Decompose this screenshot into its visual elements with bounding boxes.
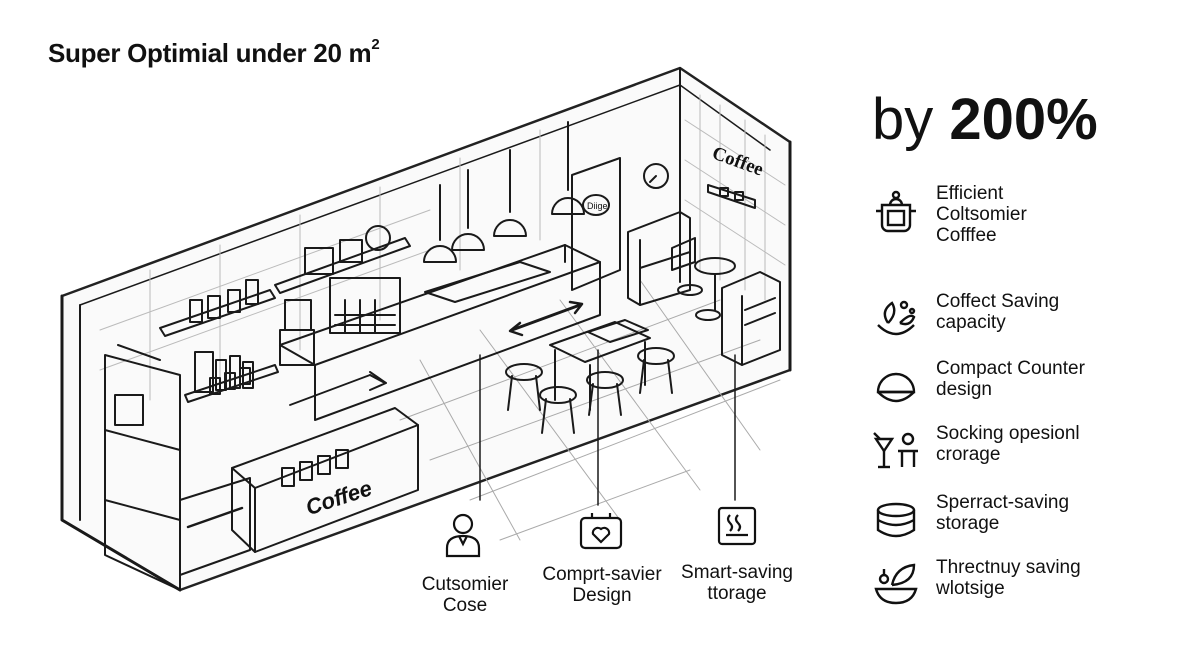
leaf-bowl-icon bbox=[874, 563, 918, 605]
storage-steam-icon bbox=[717, 506, 757, 546]
page-title-sup: 2 bbox=[371, 36, 380, 53]
wall-shelves bbox=[159, 225, 411, 403]
back-counter bbox=[279, 244, 601, 421]
floor-tiles bbox=[399, 279, 781, 541]
feature-label: Sperract-saving storage bbox=[936, 492, 1070, 534]
callout-label: Smart-saving ttorage bbox=[681, 562, 793, 604]
feature-item: Sperract-saving storage bbox=[870, 492, 1190, 544]
feature-label: Compact Counter design bbox=[936, 358, 1085, 400]
headline-value: 200% bbox=[949, 87, 1098, 152]
wall-clock bbox=[643, 163, 669, 189]
container-icon bbox=[876, 502, 916, 538]
feature-label: Efficient Coltsomier Cofffee bbox=[936, 183, 1027, 246]
feature-item: Threctnuy saving wlotsige bbox=[870, 557, 1190, 609]
feature-label: Threctnuy saving wlotsige bbox=[936, 557, 1081, 599]
back-door: Diige bbox=[571, 157, 669, 291]
coffee-beans-leaf-icon bbox=[877, 300, 916, 336]
headline: by 200% bbox=[872, 86, 1098, 153]
left-shelf-unit bbox=[104, 344, 181, 591]
pendant-lamps bbox=[423, 121, 585, 263]
right-storage bbox=[627, 211, 781, 366]
feature-label: Socking opesionl crorage bbox=[936, 423, 1080, 465]
feature-item: Coffect Saving capacity bbox=[870, 291, 1190, 343]
coffee-pot-icon bbox=[876, 190, 916, 233]
door-sign: Diige bbox=[587, 201, 608, 211]
cocktail-glass-icon bbox=[873, 432, 918, 469]
wall-tiles bbox=[99, 94, 786, 401]
callout-leaders bbox=[479, 349, 736, 506]
page-title: Super Optimial under 20 m2 bbox=[48, 36, 380, 69]
feature-item: Efficient Coltsomier Cofffee bbox=[870, 183, 1190, 246]
feature-label: Coffect Saving capacity bbox=[936, 291, 1060, 333]
counter-heart-icon bbox=[579, 513, 623, 550]
room-shell bbox=[60, 66, 792, 592]
headline-prefix: by bbox=[872, 87, 950, 152]
table-and-stools bbox=[505, 319, 675, 434]
callout-label: Comprt-savier Design bbox=[542, 564, 662, 606]
bottles-and-grinder bbox=[194, 299, 315, 393]
callout-label: Cutsomier Cose bbox=[421, 574, 509, 616]
feature-item: Socking opesionl crorage bbox=[870, 423, 1190, 475]
customer-icon bbox=[445, 513, 481, 558]
feature-item: Compact Counter design bbox=[870, 358, 1190, 410]
page-title-text: Super Optimial under 20 m bbox=[48, 38, 372, 68]
dome-counter-icon bbox=[876, 372, 916, 403]
